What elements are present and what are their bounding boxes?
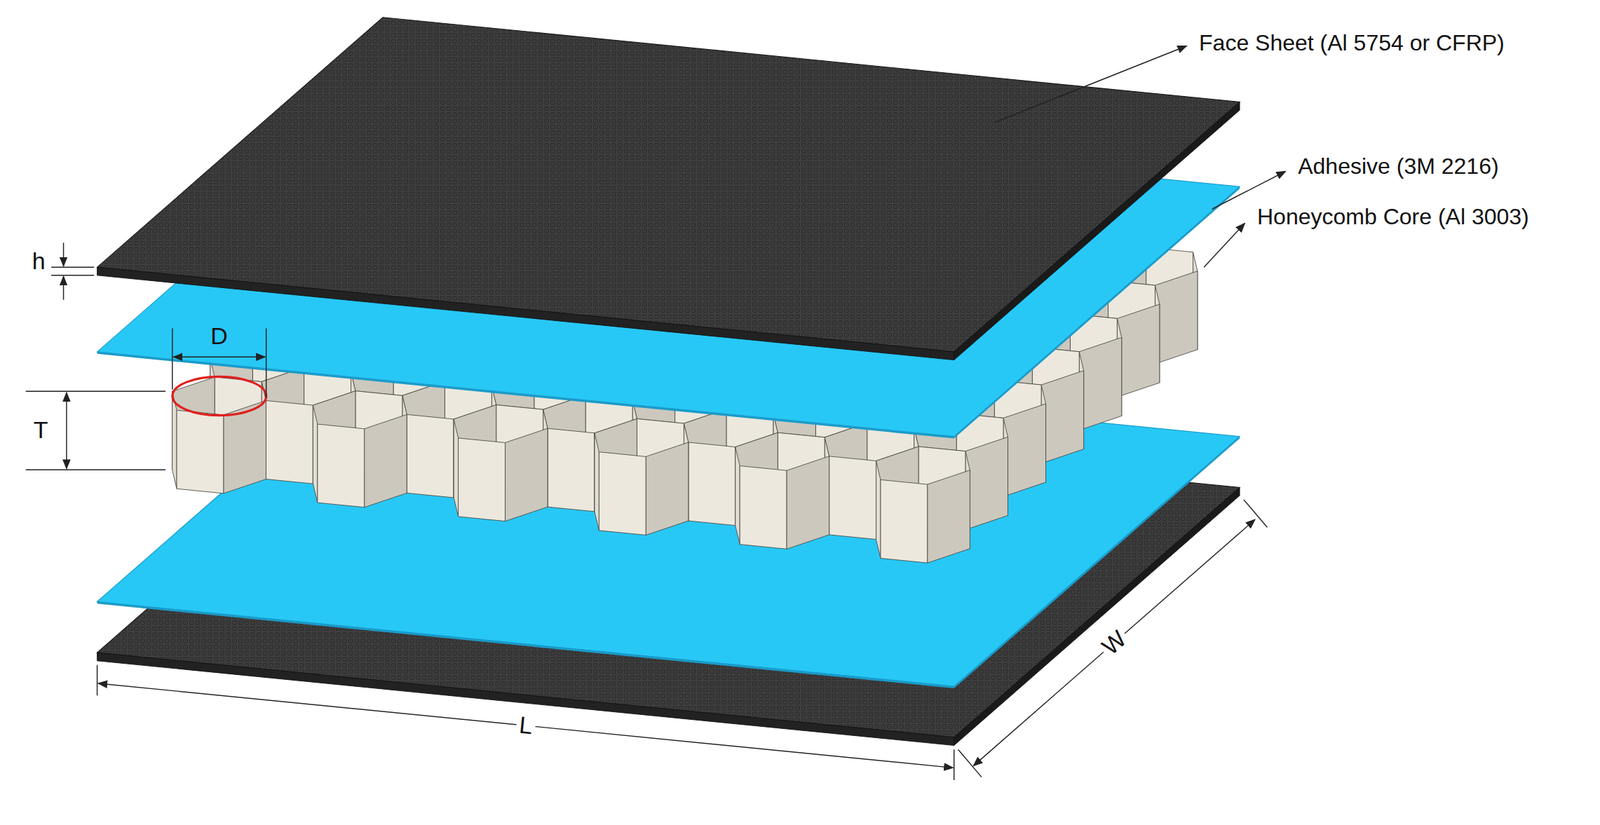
cell-wall — [176, 410, 224, 494]
adhesive-edge — [97, 351, 955, 439]
cell-wall — [598, 452, 646, 536]
cell-wall — [1041, 370, 1084, 464]
cell-wall — [876, 460, 881, 559]
cell-wall — [688, 442, 736, 526]
cell-wall — [927, 470, 971, 564]
cell-wall — [265, 401, 313, 485]
dimension-label: W — [1094, 623, 1134, 663]
dimension-arrow — [65, 392, 67, 469]
cell-wall — [547, 428, 595, 512]
part-label: Adhesive (3M 2216) — [1297, 153, 1499, 180]
extension-line — [958, 749, 982, 777]
cell-wall — [1079, 337, 1122, 430]
dimension-label: h — [29, 247, 49, 275]
leader-line — [1203, 223, 1245, 268]
extension-line — [1243, 499, 1267, 528]
dimension-arrow — [973, 519, 1256, 766]
sheet-edge — [954, 101, 1240, 360]
cell-wall — [739, 466, 787, 550]
cell-wall — [317, 424, 365, 508]
dimension-arrow — [98, 683, 953, 768]
cell-wall — [458, 438, 506, 522]
cell-wall — [1003, 403, 1047, 497]
cell-wall — [735, 447, 740, 545]
dimension-arrow — [173, 356, 266, 357]
cell-wall — [364, 414, 408, 507]
cell-wall — [406, 414, 454, 498]
dimension-lines — [25, 242, 1268, 781]
leader-line — [994, 45, 1188, 122]
leader-lines — [994, 45, 1286, 268]
cell-wall — [1154, 271, 1198, 364]
extension-line — [51, 266, 94, 268]
cell-wall — [829, 456, 877, 540]
cell-wall — [786, 456, 830, 549]
dimension-arrow — [63, 276, 64, 300]
top-face-sheet — [97, 17, 1240, 361]
sheet-edge — [97, 267, 955, 360]
cell-wall — [594, 433, 599, 531]
part-label: Face Sheet (Al 5754 or CFRP) — [1198, 30, 1505, 57]
extension-line — [171, 328, 173, 390]
dimension-label: D — [210, 323, 228, 351]
cell-wall — [1116, 304, 1160, 397]
cell-wall — [505, 428, 549, 521]
sheet-top — [97, 17, 1240, 352]
extension-line — [96, 665, 98, 697]
part-label: Honeycomb Core (Al 3003) — [1257, 203, 1530, 230]
cell-wall — [172, 391, 177, 489]
dimension-arrow — [63, 242, 64, 266]
cell-wall — [645, 442, 689, 535]
cell-wall — [453, 419, 458, 517]
cell-wall — [965, 436, 1009, 530]
cell-outline — [172, 376, 267, 416]
adhesive-edge — [954, 436, 1240, 689]
extension-line — [25, 469, 166, 471]
extension-line — [25, 391, 166, 392]
cell-wall — [312, 405, 317, 503]
dimension-label: L — [514, 711, 537, 742]
dimension-label: T — [30, 417, 52, 445]
extension-line — [953, 749, 955, 781]
adhesive-edge — [97, 601, 955, 689]
cell-wall — [880, 479, 928, 564]
extension-line — [265, 328, 267, 398]
extension-line — [51, 274, 94, 276]
